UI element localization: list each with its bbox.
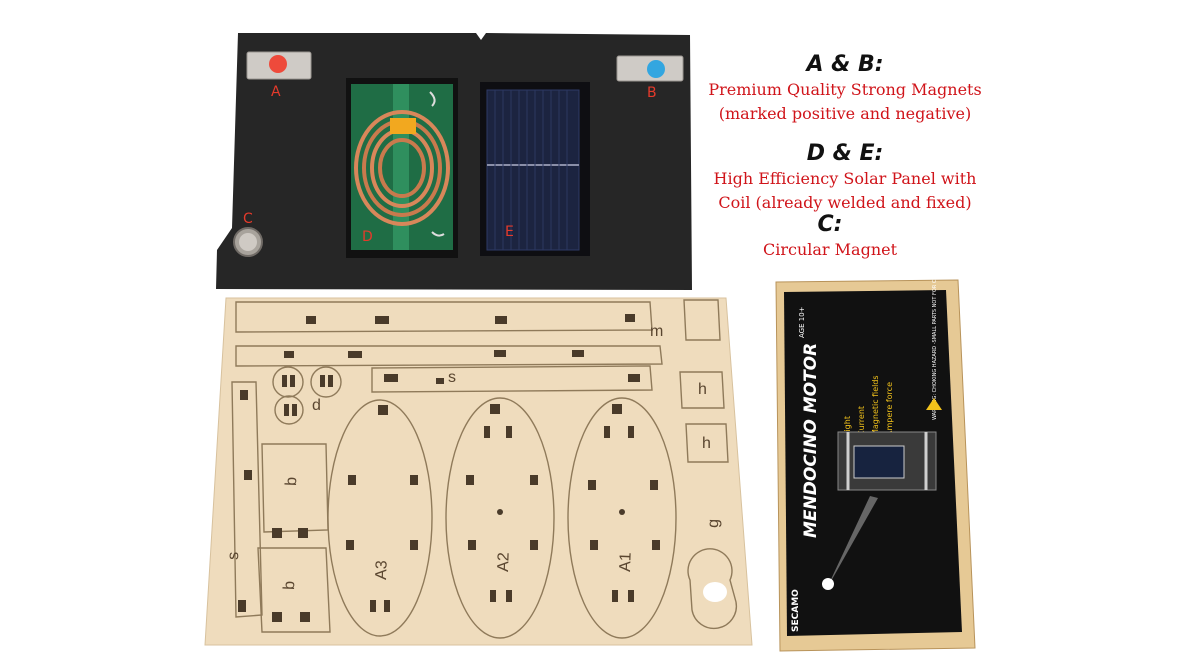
caption-ab-line1: Premium Quality Strong Magnets [708, 80, 982, 99]
caption-ab-heading: A & B: [806, 52, 884, 77]
solar-panel-e [480, 82, 590, 256]
label-d: D [362, 229, 373, 245]
label-g: g [705, 519, 722, 528]
magnet-b [616, 55, 684, 82]
product-box: MENDOCINO MOTOR Light Current Magnetic f… [775, 222, 976, 652]
circular-magnet-c [233, 227, 263, 257]
caption-ab: A & B: Premium Quality Strong Magnets (m… [660, 52, 1030, 126]
label-h-lower: h [702, 435, 711, 452]
box-age: AGE 10+ [798, 306, 806, 338]
label-e: E [505, 224, 514, 240]
caption-c: C: Circular Magnet [660, 212, 1000, 262]
caption-de: D & E: High Efficiency Solar Panel with … [660, 141, 1030, 215]
label-c: C [243, 211, 253, 227]
caption-de-heading: D & E: [806, 141, 884, 166]
label-a1: A1 [617, 552, 635, 572]
magnet-a [246, 51, 312, 80]
box-feature-magnetic: Magnetic fields [871, 375, 880, 436]
label-b: B [647, 85, 657, 101]
box-feature-ampere: Ampere force [885, 382, 894, 436]
warning-icon [926, 398, 942, 410]
foam-tray: A B C D [216, 33, 692, 290]
label-a: A [271, 84, 281, 100]
box-brand: SECAMO [791, 589, 801, 632]
caption-c-heading: C: [817, 212, 843, 237]
label-b-upper: b [283, 477, 300, 487]
coil-board-d [346, 78, 458, 258]
label-s-strip: s [448, 369, 456, 386]
box-motor-image [822, 431, 937, 590]
label-a2: A2 [495, 552, 513, 572]
caption-de-line2: Coil (already welded and fixed) [718, 193, 972, 212]
caption-c-line1: Circular Magnet [762, 240, 898, 259]
box-feature-light: Light [843, 416, 852, 436]
label-b-lower: b [281, 581, 298, 591]
label-s-column: s [225, 552, 242, 561]
caption-ab-line2: (marked positive and negative) [718, 104, 972, 123]
label-h-upper: h [698, 381, 707, 398]
box-feature-current: Current [857, 406, 866, 436]
label-a3: A3 [373, 560, 391, 580]
wood-sheet: A3 A2 A1 b b s s d h h g m [204, 297, 753, 646]
caption-de-line1: High Efficiency Solar Panel with [713, 169, 977, 188]
box-warning: WARNING: CHOKING HAZARD -SMALL PARTS NOT… [932, 222, 938, 420]
label-m: m [650, 323, 663, 340]
label-d-wood: d [312, 397, 321, 414]
box-title: MENDOCINO MOTOR [801, 343, 821, 538]
